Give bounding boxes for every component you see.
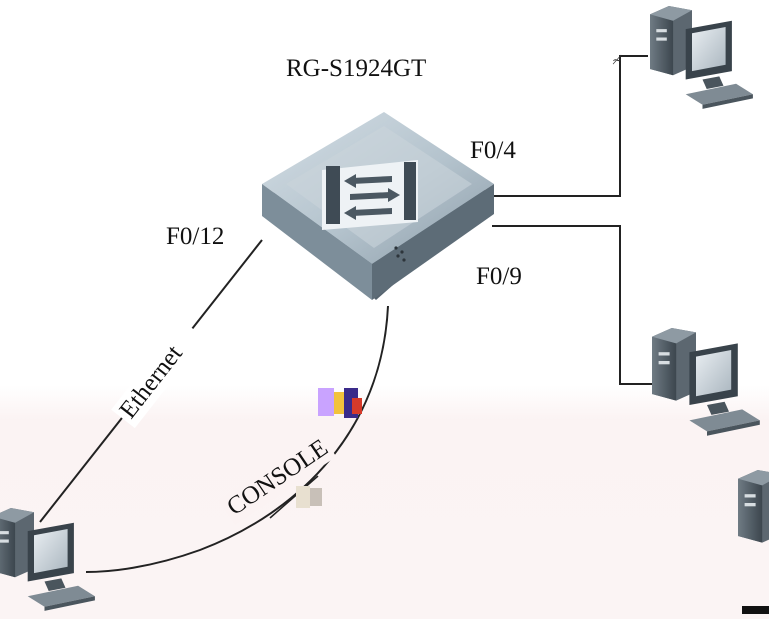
desktop-pc-icon [652,328,760,436]
pc-1 [650,6,753,109]
link-lines: ≁ [39,53,655,573]
link-console [85,305,389,573]
switch-name-label: RG-S1924GT [286,55,426,82]
desktop-pc-icon [0,508,95,611]
port-label-f0-4: F0/4 [470,137,516,164]
link-connector-mark: ≁ [612,53,622,67]
desktop-pc-icon [650,6,753,109]
ethernet-link-label: Ethernet [114,340,187,423]
link-f0-9 [492,225,655,385]
console-adapter-line [269,475,319,519]
port-label-f0-9: F0/9 [476,263,522,290]
link-f0-4 [492,55,648,197]
pc-3 [738,470,769,578]
desktop-pc-icon [738,470,769,578]
cropped-fragment [742,606,769,614]
network-switch-icon [262,112,494,300]
port-label-f0-12: F0/12 [166,223,224,250]
pc-2 [652,328,760,436]
console-adapter-icon [296,388,362,508]
pc-4-admin [0,508,95,611]
